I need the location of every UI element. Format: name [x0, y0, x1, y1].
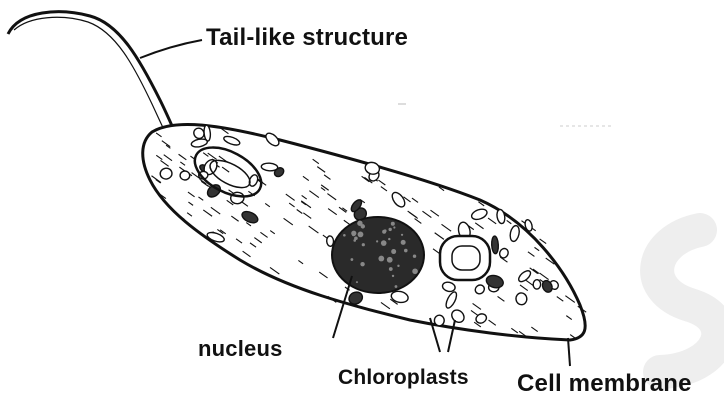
- chromatin-dot: [351, 231, 356, 236]
- chromatin-dot: [395, 285, 398, 288]
- chromatin-dot: [387, 257, 393, 263]
- chloroplast: [230, 192, 244, 205]
- chromatin-dot: [401, 234, 403, 236]
- chromatin-dot: [356, 281, 358, 283]
- chromatin-dot: [388, 228, 391, 231]
- chromatin-dot: [392, 275, 394, 277]
- chromatin-dot: [378, 256, 384, 262]
- watermark-mark: [657, 230, 718, 372]
- chromatin-dot: [388, 238, 390, 240]
- chromatin-dot: [343, 234, 346, 237]
- chromatin-dot: [354, 236, 358, 240]
- chromatin-dot: [389, 267, 393, 271]
- chloroplast: [491, 236, 499, 254]
- chloroplast: [533, 280, 541, 290]
- nucleus-label: nucleus: [198, 336, 283, 362]
- chromatin-dot: [358, 232, 364, 238]
- chloroplast: [515, 292, 527, 305]
- chromatin-dot: [404, 249, 408, 253]
- chromatin-dot: [382, 230, 386, 234]
- chromatin-dot: [391, 222, 395, 226]
- chromatin-dot: [350, 258, 353, 261]
- chromatin-dot: [357, 221, 362, 226]
- chloroplast: [261, 163, 278, 172]
- cell-membrane-label: Cell membrane: [517, 370, 692, 398]
- chromatin-dot: [413, 254, 416, 257]
- chromatin-dot: [397, 265, 399, 267]
- tail-leader-line: [140, 40, 202, 58]
- membrane-leader-line: [568, 338, 570, 366]
- nucleus-shape: [332, 217, 424, 293]
- chromatin-dot: [381, 240, 387, 246]
- chloroplast: [434, 315, 445, 326]
- chromatin-dot: [360, 262, 364, 266]
- vacuole: [440, 236, 490, 280]
- chromatin-dot: [401, 240, 406, 245]
- chloroplasts-label: Chloroplasts: [338, 366, 469, 390]
- chromatin-dot: [376, 240, 378, 242]
- tail-label: Tail-like structure: [206, 24, 408, 52]
- chromatin-dot: [362, 243, 365, 246]
- chloroplast: [180, 171, 190, 180]
- chromatin-dot: [391, 249, 396, 254]
- chromatin-dot: [412, 268, 418, 274]
- chromatin-dot: [393, 226, 395, 228]
